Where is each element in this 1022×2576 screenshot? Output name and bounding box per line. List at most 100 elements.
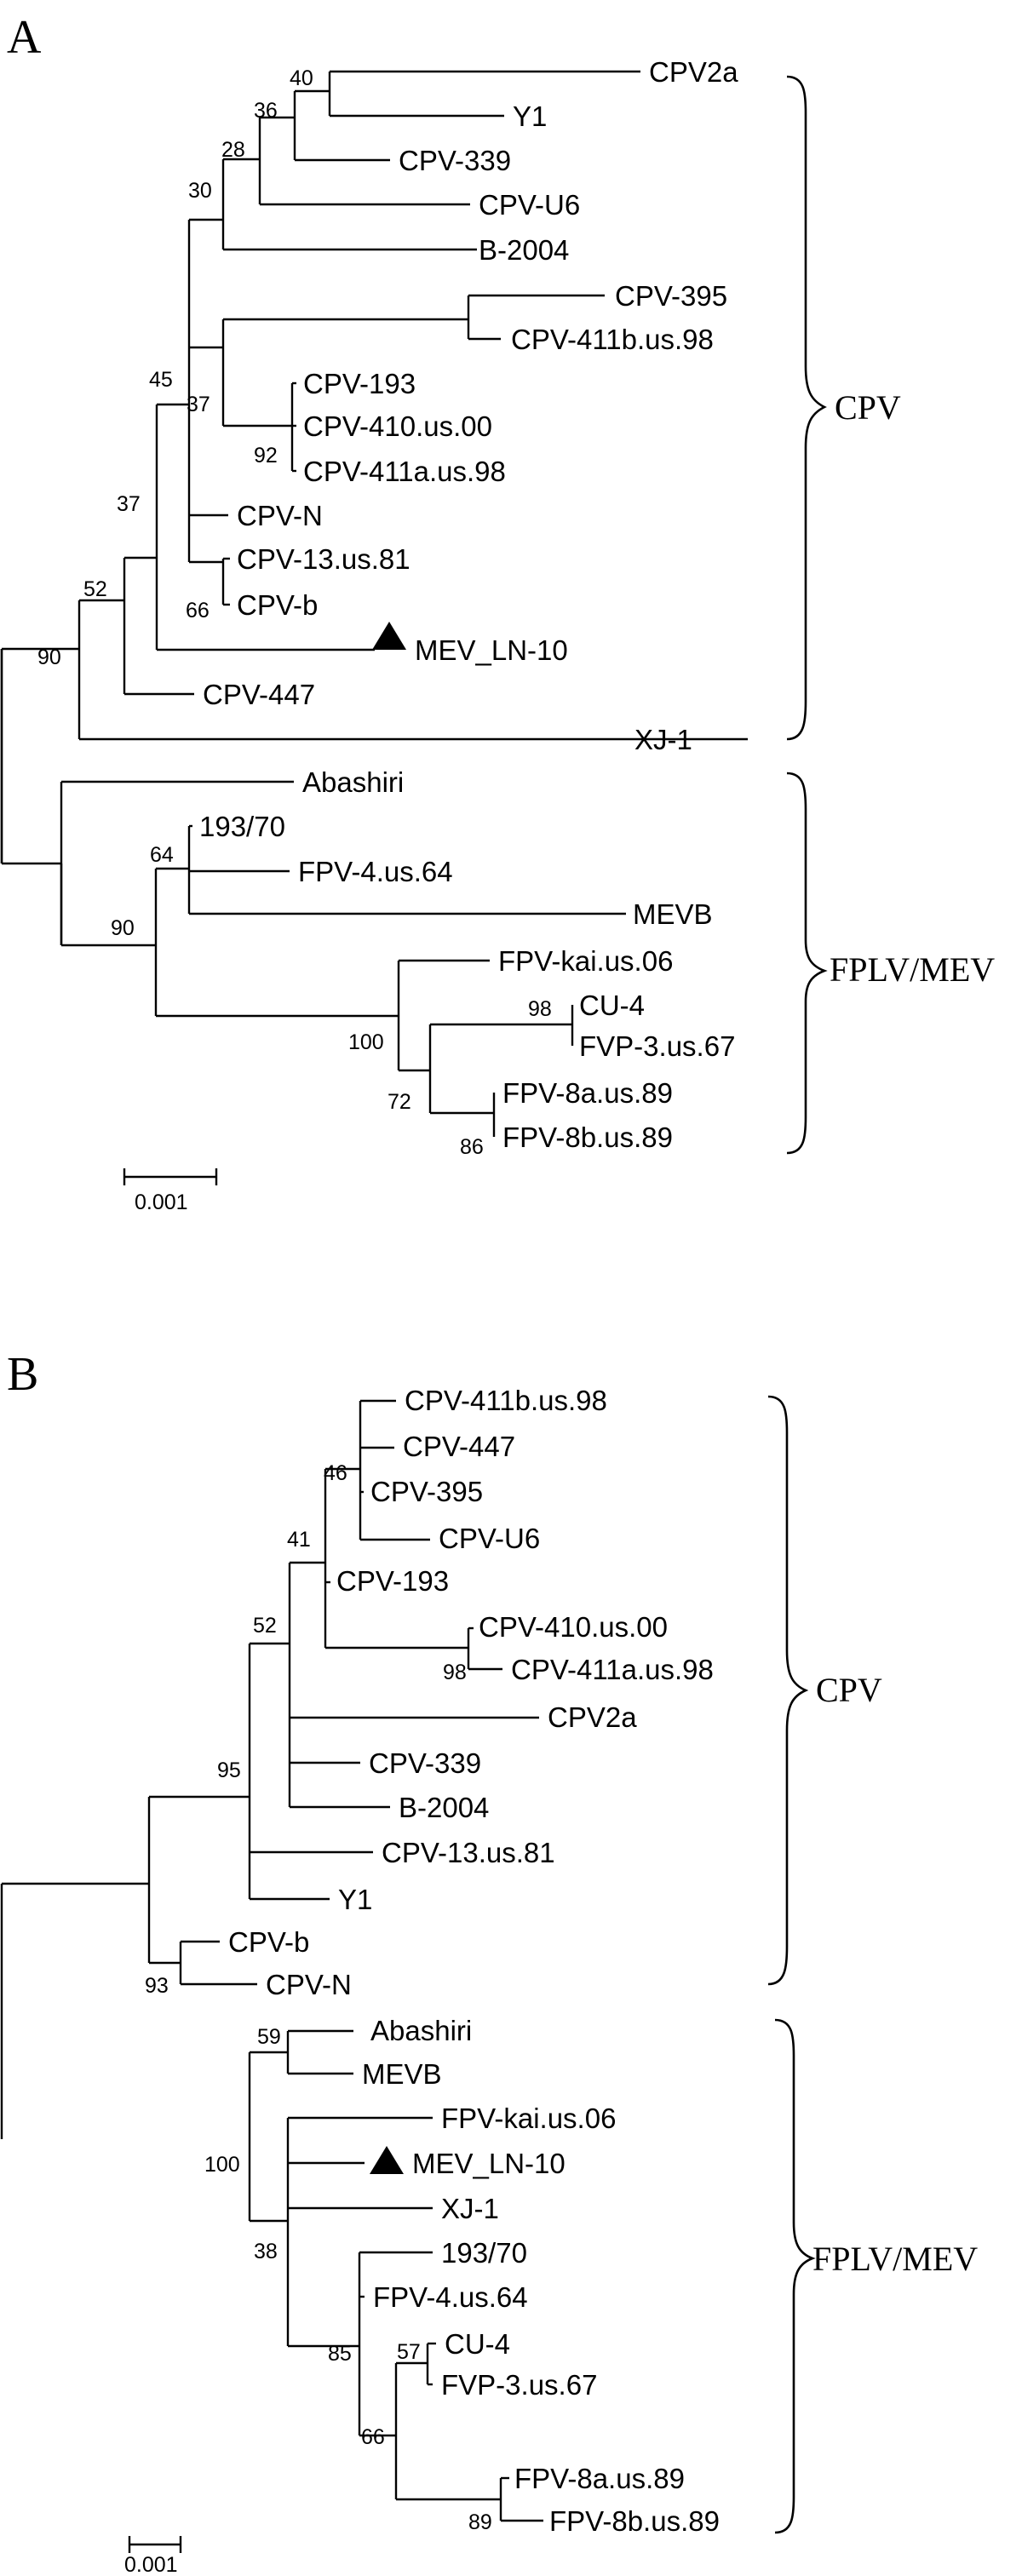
leaf-label: CPV-410.us.00 — [303, 410, 492, 442]
bootstrap-value: 52 — [83, 577, 107, 601]
bootstrap-value: 100 — [204, 2153, 240, 2177]
bootstrap-value: 89 — [468, 2510, 492, 2534]
bootstrap-value: 90 — [37, 645, 61, 669]
bootstrap-value: 40 — [290, 66, 313, 90]
leaf-label: B-2004 — [479, 234, 569, 266]
panel-b-leaf-labels: CPV-411b.us.98 CPV-447 CPV-395 CPV-U6 CP… — [228, 1385, 720, 2537]
leaf-label: FPV-4.us.64 — [373, 2281, 528, 2313]
leaf-label: 193/70 — [441, 2237, 527, 2269]
leaf-label: CU-4 — [579, 990, 645, 1021]
clade-brace-cpv — [786, 75, 827, 741]
bootstrap-value: 98 — [528, 997, 552, 1021]
leaf-label: CPV-193 — [303, 368, 416, 399]
leaf-label: CPV-b — [228, 1926, 309, 1958]
leaf-label: FPV-4.us.64 — [298, 856, 453, 887]
leaf-label: CPV-411a.us.98 — [303, 456, 506, 487]
leaf-label: B-2004 — [399, 1792, 489, 1823]
bootstrap-value: 37 — [117, 492, 141, 516]
bootstrap-value: 59 — [257, 2025, 281, 2049]
panel-a-bootstrap-values: 40 36 28 30 45 37 92 66 37 52 90 64 90 1… — [37, 66, 552, 1159]
leaf-label: CPV-447 — [403, 1431, 515, 1462]
leaf-label: CPV-N — [266, 1969, 352, 2000]
panel-b: B — [0, 1348, 978, 2576]
panel-a: A — [0, 11, 995, 1214]
leaf-label: CPV-339 — [369, 1747, 481, 1779]
leaf-label: MEVB — [362, 2058, 442, 2090]
panel-letter-a: A — [7, 11, 42, 64]
bootstrap-value: 95 — [217, 1758, 241, 1782]
leaf-label: Y1 — [513, 100, 547, 132]
clade-label-cpv: CPV — [835, 388, 901, 427]
panel-a-clade-braces: CPV FPLV/MEV — [786, 75, 995, 1155]
scale-bar-label: 0.001 — [135, 1190, 188, 1214]
panel-b-bootstrap-values: 46 41 98 52 95 93 59 100 38 85 57 66 89 — [145, 1461, 492, 2534]
panel-a-branches — [0, 70, 748, 1185]
leaf-label: CPV-411b.us.98 — [405, 1385, 607, 1416]
leaf-label: FPV-8b.us.89 — [502, 1122, 673, 1153]
bootstrap-value: 45 — [149, 368, 173, 392]
bootstrap-value: 30 — [188, 179, 212, 203]
bootstrap-value: 46 — [324, 1461, 347, 1485]
leaf-label: MEVB — [633, 898, 713, 930]
leaf-label: CPV2a — [649, 56, 738, 88]
leaf-label: CPV-U6 — [479, 189, 580, 221]
leaf-label: CPV-13.us.81 — [237, 543, 411, 575]
leaf-label: FPV-8a.us.89 — [502, 1077, 673, 1109]
bootstrap-value: 72 — [388, 1090, 411, 1114]
bootstrap-value: 36 — [254, 99, 278, 123]
bootstrap-value: 66 — [186, 599, 210, 622]
leaf-label: CPV-447 — [203, 679, 315, 710]
bootstrap-value: 37 — [187, 393, 210, 416]
bootstrap-value: 90 — [111, 916, 135, 940]
mev-ln10-triangle-icon — [372, 622, 406, 650]
bootstrap-value: 64 — [150, 843, 174, 867]
bootstrap-value: 92 — [254, 444, 278, 468]
panel-b-branches — [0, 1399, 543, 2553]
leaf-label: FPV-8a.us.89 — [514, 2463, 685, 2494]
clade-brace-fplv — [774, 2018, 816, 2534]
leaf-label: FVP-3.us.67 — [441, 2369, 597, 2401]
bootstrap-value: 98 — [443, 1661, 467, 1684]
leaf-label: Y1 — [338, 1884, 372, 1915]
leaf-label: CPV-N — [237, 500, 323, 531]
clade-label-cpv: CPV — [816, 1671, 882, 1709]
leaf-label: CPV-395 — [370, 1476, 483, 1507]
leaf-label: CPV-411b.us.98 — [511, 324, 714, 355]
bootstrap-value: 41 — [287, 1528, 311, 1552]
scale-bar-label: 0.001 — [124, 2553, 178, 2576]
clade-label-fplv: FPLV/MEV — [830, 950, 995, 989]
leaf-label: 193/70 — [199, 811, 285, 842]
bootstrap-value: 85 — [328, 2342, 352, 2366]
leaf-label: Abashiri — [302, 766, 404, 798]
bootstrap-value: 86 — [460, 1135, 484, 1159]
leaf-label: FVP-3.us.67 — [579, 1030, 735, 1062]
leaf-label: CPV-411a.us.98 — [511, 1654, 714, 1685]
bootstrap-value: 100 — [348, 1030, 384, 1054]
leaf-label: CPV2a — [548, 1701, 637, 1733]
clade-label-fplv: FPLV/MEV — [812, 2240, 978, 2278]
leaf-label: CU-4 — [445, 2328, 510, 2360]
bootstrap-value: 52 — [253, 1614, 277, 1638]
leaf-label: CPV-410.us.00 — [479, 1611, 668, 1643]
clade-brace-cpv — [767, 1395, 809, 1986]
panel-letter-b: B — [7, 1348, 38, 1401]
mev-ln10-triangle-icon — [370, 2146, 404, 2174]
bootstrap-value: 38 — [254, 2240, 278, 2263]
panel-a-leaf-labels: CPV2a Y1 CPV-339 CPV-U6 B-2004 CPV-395 C… — [199, 56, 738, 1153]
bootstrap-value: 93 — [145, 1974, 169, 1998]
leaf-label: CPV-b — [237, 589, 318, 621]
leaf-label: CPV-U6 — [439, 1523, 540, 1554]
leaf-label: Abashiri — [370, 2015, 472, 2046]
clade-brace-fplv — [786, 772, 828, 1155]
leaf-label: XJ-1 — [441, 2193, 499, 2224]
bootstrap-value: 28 — [221, 138, 245, 162]
leaf-label: CPV-193 — [336, 1565, 449, 1597]
leaf-label: XJ-1 — [634, 724, 692, 755]
leaf-label: MEV_LN-10 — [412, 2148, 566, 2179]
leaf-label: CPV-13.us.81 — [382, 1837, 555, 1868]
leaf-label: CPV-395 — [615, 280, 727, 312]
bootstrap-value: 66 — [361, 2425, 385, 2449]
bootstrap-value: 57 — [397, 2340, 421, 2364]
